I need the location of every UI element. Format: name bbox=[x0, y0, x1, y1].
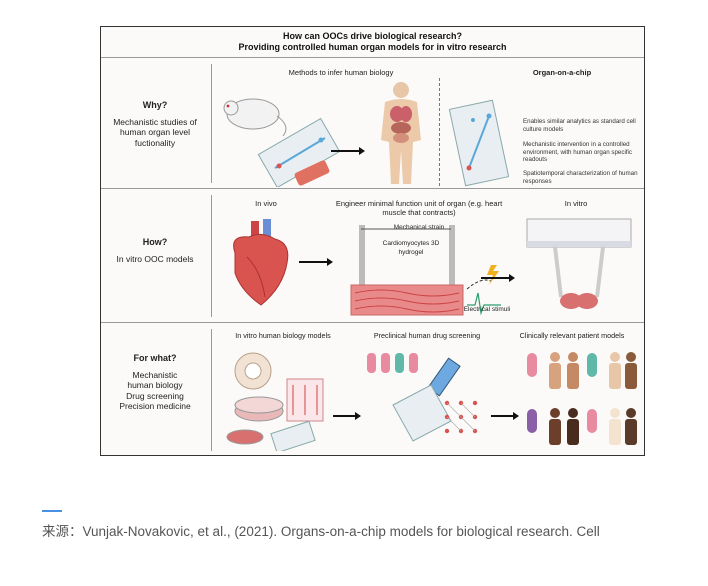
arrow-icon bbox=[331, 147, 365, 155]
arrow-icon bbox=[333, 412, 361, 420]
organ-chip-illustration bbox=[449, 99, 509, 187]
mouse-and-chip-illustration bbox=[223, 98, 341, 187]
figure-title: How can OOCs drive biological research? bbox=[282, 31, 463, 41]
caption-accent-line bbox=[42, 510, 62, 512]
row-why-col-b-title: Organ-on-a-chip bbox=[532, 68, 592, 77]
row-why: Why? Mechanistic studies of human organ … bbox=[101, 58, 644, 189]
heart-illustration bbox=[233, 219, 289, 306]
patient-models-illustration bbox=[527, 352, 637, 445]
row-for-what-col-c-title: Clinically relevant patient models bbox=[519, 331, 625, 340]
arrow-icon bbox=[491, 412, 519, 420]
bullet-1: Enables similar analytics as standard ce… bbox=[523, 118, 636, 133]
row-for-what-heading: For what? bbox=[133, 353, 177, 363]
row-why-col-a-title: Methods to infer human biology bbox=[288, 68, 394, 77]
row-why-label: Why? Mechanistic studies of human organ … bbox=[101, 100, 209, 148]
row-how-heading: How? bbox=[142, 237, 168, 247]
row-how-col-b-title: Engineer minimal function unit of organ … bbox=[335, 199, 503, 217]
figure-subtitle: Providing controlled human organ models … bbox=[238, 42, 507, 52]
row-for-what-line-2: human biology bbox=[127, 380, 183, 390]
row-how: How? In vitro OOC models In vivo Enginee… bbox=[101, 189, 644, 323]
row-for-what-label: For what? Mechanistic human biology Drug… bbox=[101, 353, 209, 412]
culture-models-illustration bbox=[226, 352, 324, 451]
engineered-tissue-illustration bbox=[350, 225, 501, 316]
row-how-col-a-title: In vivo bbox=[255, 199, 277, 208]
row-why-text: Mechanistic studies of human organ level… bbox=[113, 116, 197, 148]
in-vitro-device-illustration bbox=[526, 218, 632, 309]
bullet-3: Spatiotemporal characterization of human… bbox=[523, 170, 638, 185]
arrow-icon bbox=[299, 258, 333, 266]
row-for-what: For what? Mechanistic human biology Drug… bbox=[101, 323, 644, 456]
figure-frame: How can OOCs drive biological research? … bbox=[100, 26, 645, 456]
cells-label: Cardiomyocytes 3D hydrogel bbox=[382, 240, 440, 256]
row-how-col-c-title: In vitro bbox=[564, 199, 588, 208]
row-how-text: In vitro OOC models bbox=[116, 253, 194, 264]
bullet-2: Mechanistic intervention in a controlled… bbox=[523, 141, 633, 163]
row-how-label: How? In vitro OOC models bbox=[101, 237, 209, 264]
stimuli-label: Electrical stimuli bbox=[463, 306, 511, 313]
row-for-what-col-b-title: Preclinical human drug screening bbox=[373, 331, 481, 340]
figure-caption: 来源：Vunjak-Novakovic, et al., (2021). Org… bbox=[42, 524, 600, 539]
row-for-what-line-3: Drug screening bbox=[126, 390, 184, 401]
arrow-icon bbox=[481, 274, 515, 282]
row-why-heading: Why? bbox=[142, 100, 168, 110]
row-for-what-line-1: Mechanistic bbox=[132, 369, 178, 380]
drug-screening-illustration bbox=[367, 353, 478, 442]
row-for-what-col-a-title: In vitro human biology models bbox=[235, 331, 331, 340]
human-body-illustration bbox=[381, 82, 421, 184]
strain-label: Mechanical strain bbox=[393, 224, 445, 231]
figure-header: How can OOCs drive biological research? … bbox=[101, 27, 644, 58]
row-for-what-line-4: Precision medicine bbox=[119, 401, 191, 411]
